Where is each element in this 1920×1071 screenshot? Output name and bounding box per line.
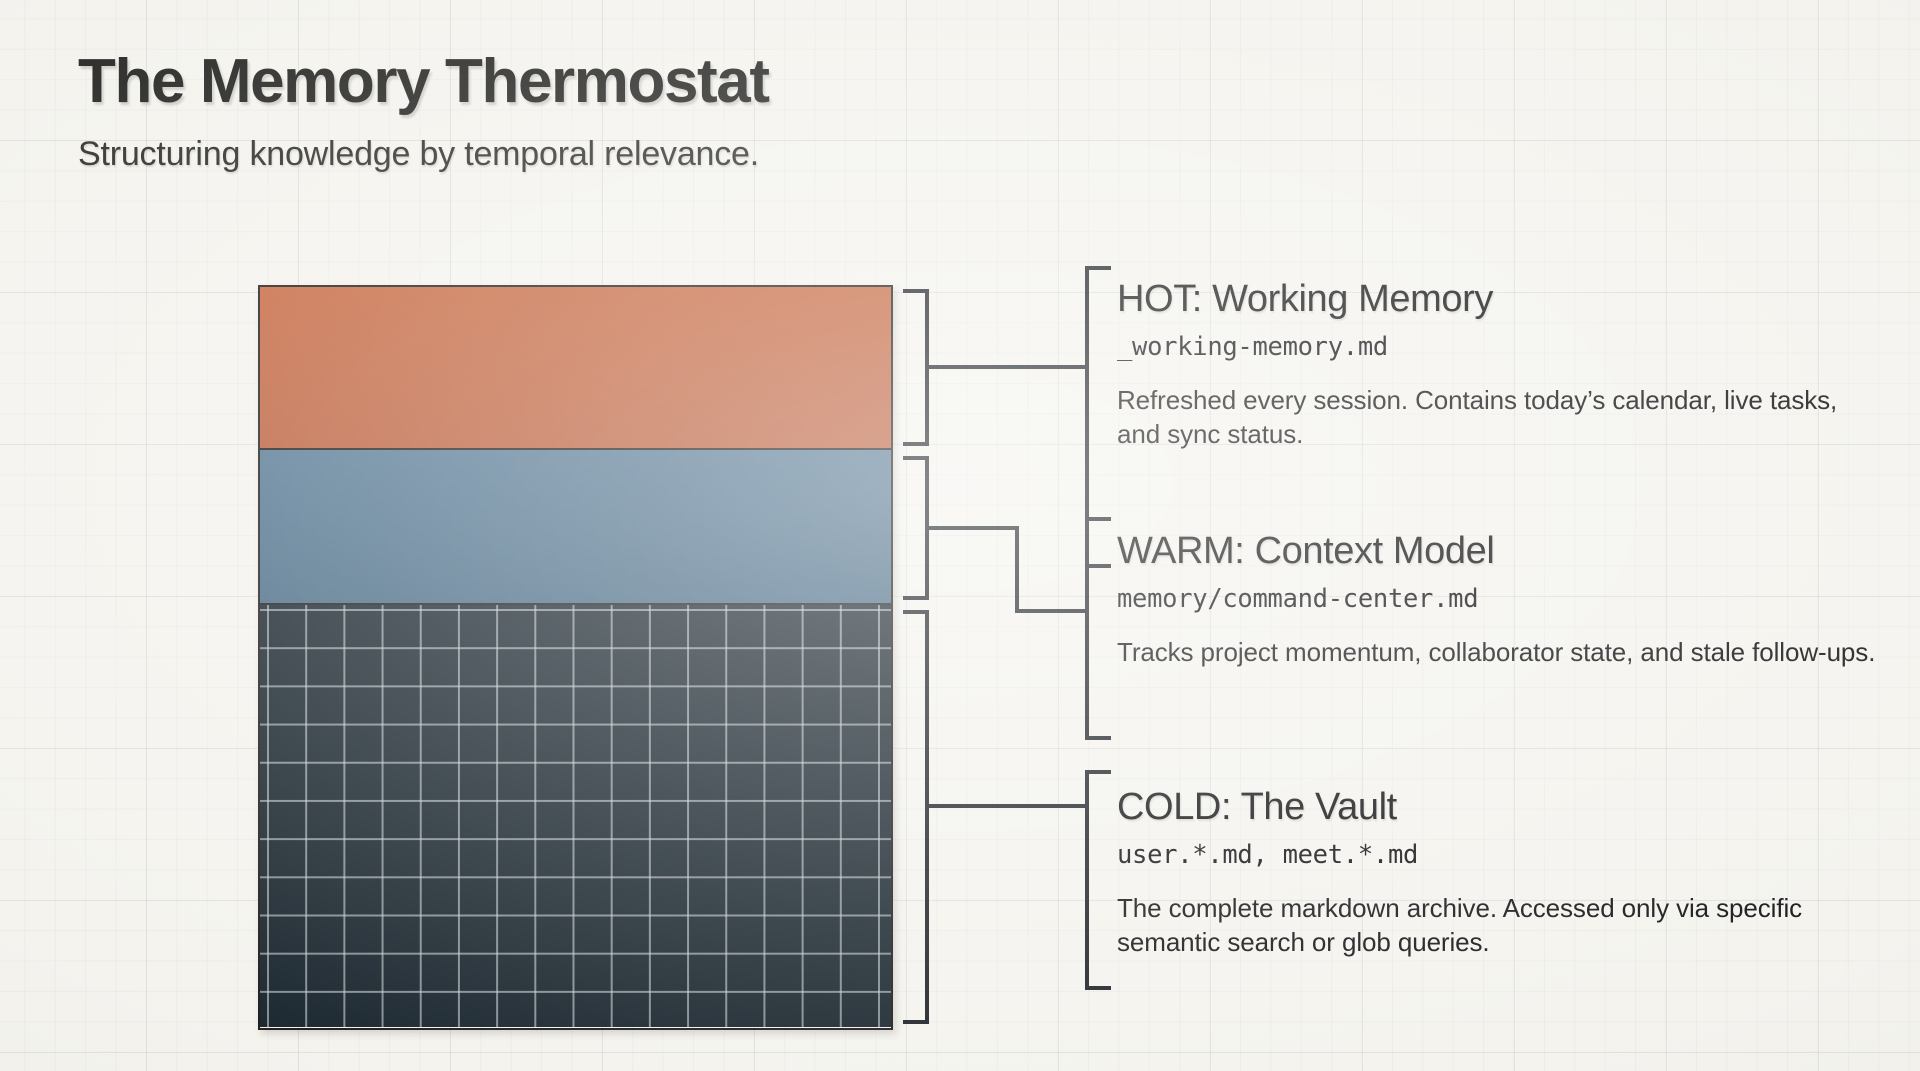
page-subtitle: Structuring knowledge by temporal releva… [78, 135, 760, 174]
tier-path-warm: memory/command-center.md [1117, 583, 1479, 614]
tier-description-warm: Tracks project momentum, collaborator st… [1117, 636, 1876, 667]
tier-callout-cold: COLD: The Vault user.*.md, meet.*.md The… [1117, 786, 1907, 959]
tier-title-warm: WARM: Context Model [1117, 530, 1495, 572]
tier-callout-warm: WARM: Context Model memory/command-cente… [1117, 530, 1907, 669]
tier-description-hot: Refreshed every session. Contains today’… [1117, 384, 1838, 449]
tier-title-hot: HOT: Working Memory [1117, 278, 1493, 320]
tier-callout-hot: HOT: Working Memory _working-memory.md R… [1117, 278, 1907, 451]
tier-path-hot: _working-memory.md [1117, 331, 1388, 362]
tier-path-cold: user.*.md, meet.*.md [1117, 839, 1419, 870]
warm-band[interactable] [260, 450, 891, 605]
cold-band-grid-texture [260, 605, 891, 1027]
tier-description-cold: The complete markdown archive. Accessed … [1117, 892, 1803, 957]
header: The Memory Thermostat Structuring knowle… [78, 47, 1278, 174]
tier-title-cold: COLD: The Vault [1117, 786, 1397, 828]
hot-band[interactable] [260, 287, 891, 450]
cold-band[interactable] [260, 605, 891, 1027]
memory-tier-stack [258, 285, 893, 1030]
page-title: The Memory Thermostat [78, 47, 770, 116]
